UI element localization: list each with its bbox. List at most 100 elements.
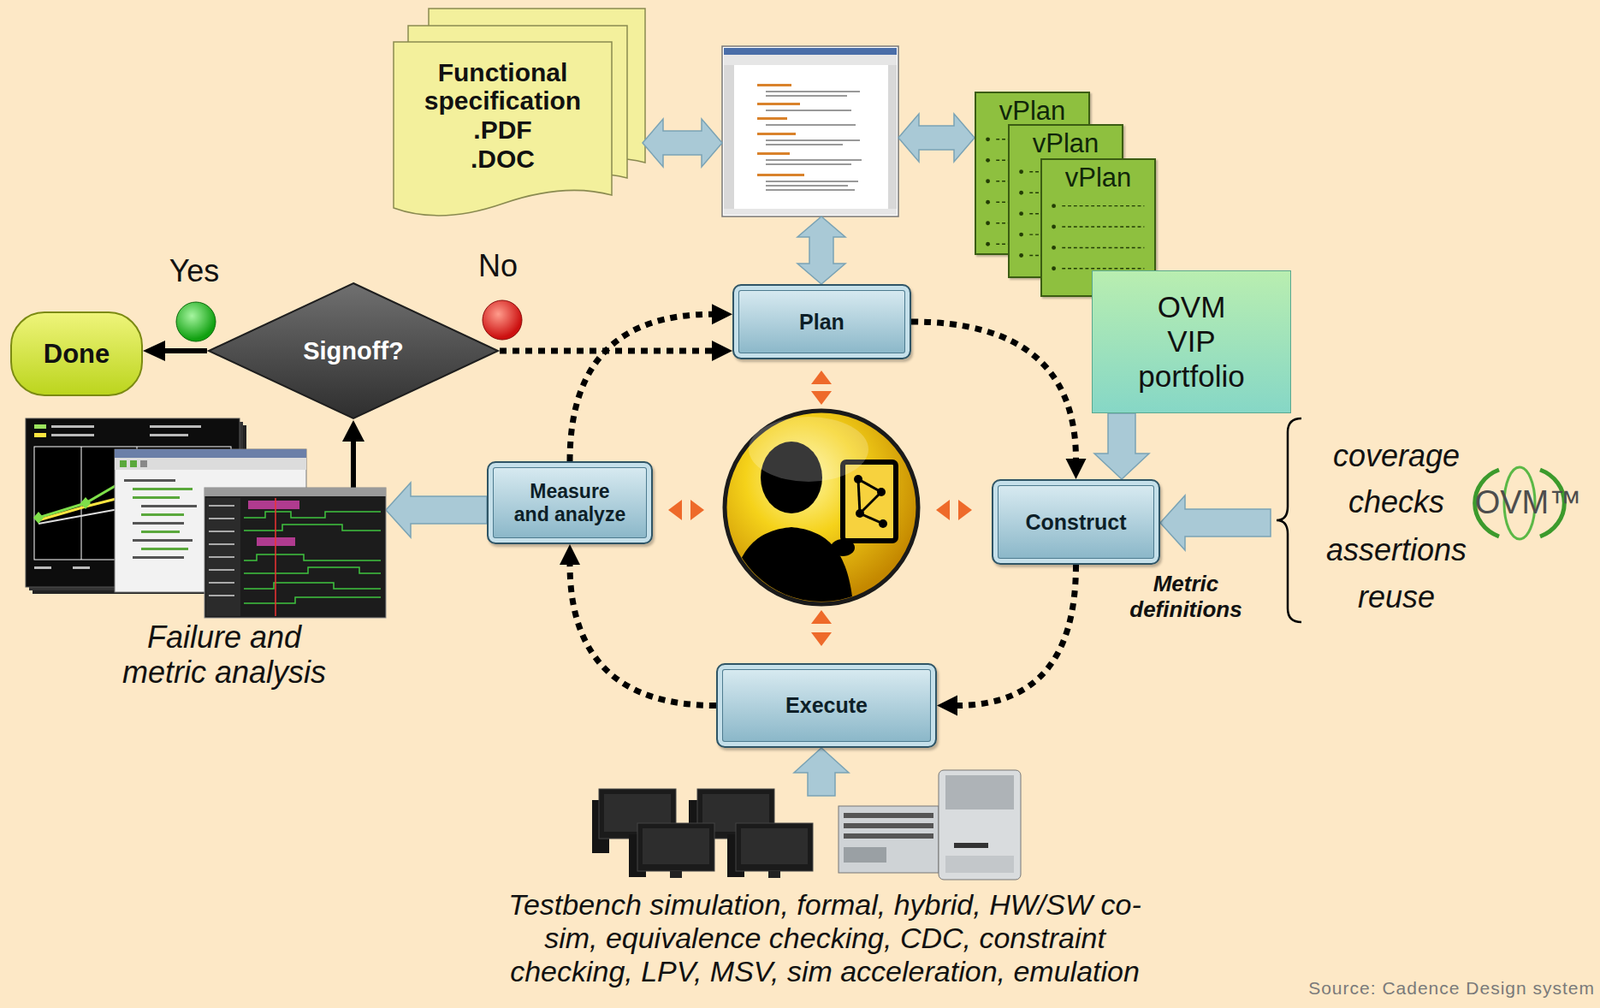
analysis-screenshots-part (243, 511, 381, 518)
terminal-box: Done (10, 311, 143, 397)
document-screenshot-part (765, 143, 843, 146)
process-box: Construct (991, 479, 1161, 565)
engineer-icon-part-part (728, 527, 854, 617)
arrowhead (711, 340, 733, 362)
document-title: Functional specification .PDF .DOC (421, 58, 584, 173)
engineer-icon-part-part (858, 479, 860, 514)
list-bullet (1019, 190, 1024, 196)
dotted-connector (911, 321, 1087, 480)
compute-farm-part (945, 775, 1014, 810)
library-box: OVM VIP portfolio (1091, 270, 1292, 414)
document-screenshot-part (765, 124, 856, 126)
document-screenshot-part (757, 83, 792, 87)
document-screenshot-part (757, 132, 796, 136)
list-bullet (985, 242, 990, 247)
analysis-screenshots-part (33, 511, 44, 524)
document-screenshot-part (765, 184, 848, 187)
engineer-icon-part (748, 416, 869, 482)
block-arrows-part (385, 482, 487, 538)
analysis-screenshots-part (51, 433, 95, 437)
compute-farm-part (954, 842, 989, 848)
engineer-icon (724, 410, 919, 617)
block-arrow-body (1094, 413, 1150, 480)
document-screenshot-part (723, 208, 897, 215)
analysis-screenshots-part (206, 497, 241, 617)
dotted-connector (569, 303, 733, 462)
list-line (1061, 267, 1144, 269)
orange-double-arrows-part (811, 632, 832, 646)
analysis-screenshots-part (243, 597, 381, 604)
analysis-screenshots-part (140, 460, 148, 468)
document-screenshot (722, 46, 899, 217)
process-label: Plan (799, 309, 845, 335)
document-stack: Functional specification .PDF .DOC (392, 41, 613, 220)
analysis-screenshots-part (80, 497, 91, 510)
list-bullet (985, 136, 990, 142)
document-screenshot-part (765, 94, 848, 97)
analysis-screenshots-part (130, 460, 137, 468)
feature-item: assertions (1326, 532, 1467, 568)
analysis-screenshots-part (274, 497, 277, 617)
orange-double-arrows-part (668, 499, 682, 521)
page-title: vPlan (1065, 161, 1132, 194)
feature-item: checks (1348, 484, 1445, 520)
engineer-icon-part-part (878, 519, 888, 528)
analysis-screenshots-part (243, 582, 381, 589)
analysis-screenshots-part (114, 457, 307, 470)
document-screenshot-part (888, 65, 897, 209)
orange-double-arrows-part (811, 610, 832, 624)
document-screenshot-part (765, 189, 855, 191)
analysis-screenshots-part (248, 500, 300, 510)
analysis-screenshots-part (34, 424, 47, 429)
analysis-screenshots-part (132, 539, 193, 542)
solid-connector (142, 340, 208, 362)
analysis-screenshots-part (208, 517, 235, 520)
block-arrows-part (794, 747, 849, 796)
list-bullet (1019, 232, 1024, 238)
screens-to-signoff-arrow-part (350, 439, 356, 488)
arrowhead (1066, 458, 1087, 480)
process-box: Measure and analyze (486, 461, 653, 545)
compute-farm-part (938, 770, 1021, 880)
orange-double-arrows-part (936, 499, 950, 521)
block-arrows-part (1160, 495, 1271, 551)
block-arrows (385, 113, 1271, 796)
analysis-screenshots-part (141, 504, 197, 508)
analysis-screenshots-part (208, 581, 235, 584)
analysis-screenshots (25, 418, 386, 618)
arrowhead (142, 340, 166, 362)
document-screenshot-part (765, 163, 852, 166)
block-arrows-part (898, 113, 975, 162)
engineer-icon-part-part (853, 474, 863, 484)
list-bullet (985, 158, 990, 163)
annotation: Metric definitions (1123, 571, 1249, 623)
document-screenshot-part (757, 152, 790, 155)
document-screenshot-part (765, 180, 859, 183)
list-bullet (985, 178, 990, 184)
analysis-screenshots-part (141, 513, 184, 516)
analysis-screenshots-part (114, 449, 307, 458)
engineer-icon-part-part (830, 539, 855, 557)
list-bullet (985, 200, 990, 205)
brace-part (1276, 418, 1302, 623)
arrowhead (711, 303, 733, 325)
orange-double-arrows-part (958, 499, 972, 521)
orange-double-arrows-part (690, 499, 705, 521)
dotted-connector (499, 340, 733, 362)
answer-label: Yes (169, 253, 220, 289)
list-line (1061, 225, 1144, 227)
document-screenshot-part (757, 102, 800, 106)
block-arrows-part (797, 216, 846, 285)
compute-farm-part (945, 855, 1014, 873)
brace (1276, 418, 1302, 623)
dotted-connector (936, 564, 1077, 717)
compute-farm-part (843, 833, 934, 839)
analysis-screenshots-part (51, 425, 95, 428)
analysis-screenshots-part (149, 433, 189, 437)
paper-outline (393, 41, 612, 216)
analysis-screenshots-part (243, 554, 381, 561)
compute-farm-part (843, 823, 934, 829)
compute-farm (592, 770, 1021, 880)
analysis-screenshots-part (243, 524, 381, 531)
answer-label: No (478, 248, 518, 284)
